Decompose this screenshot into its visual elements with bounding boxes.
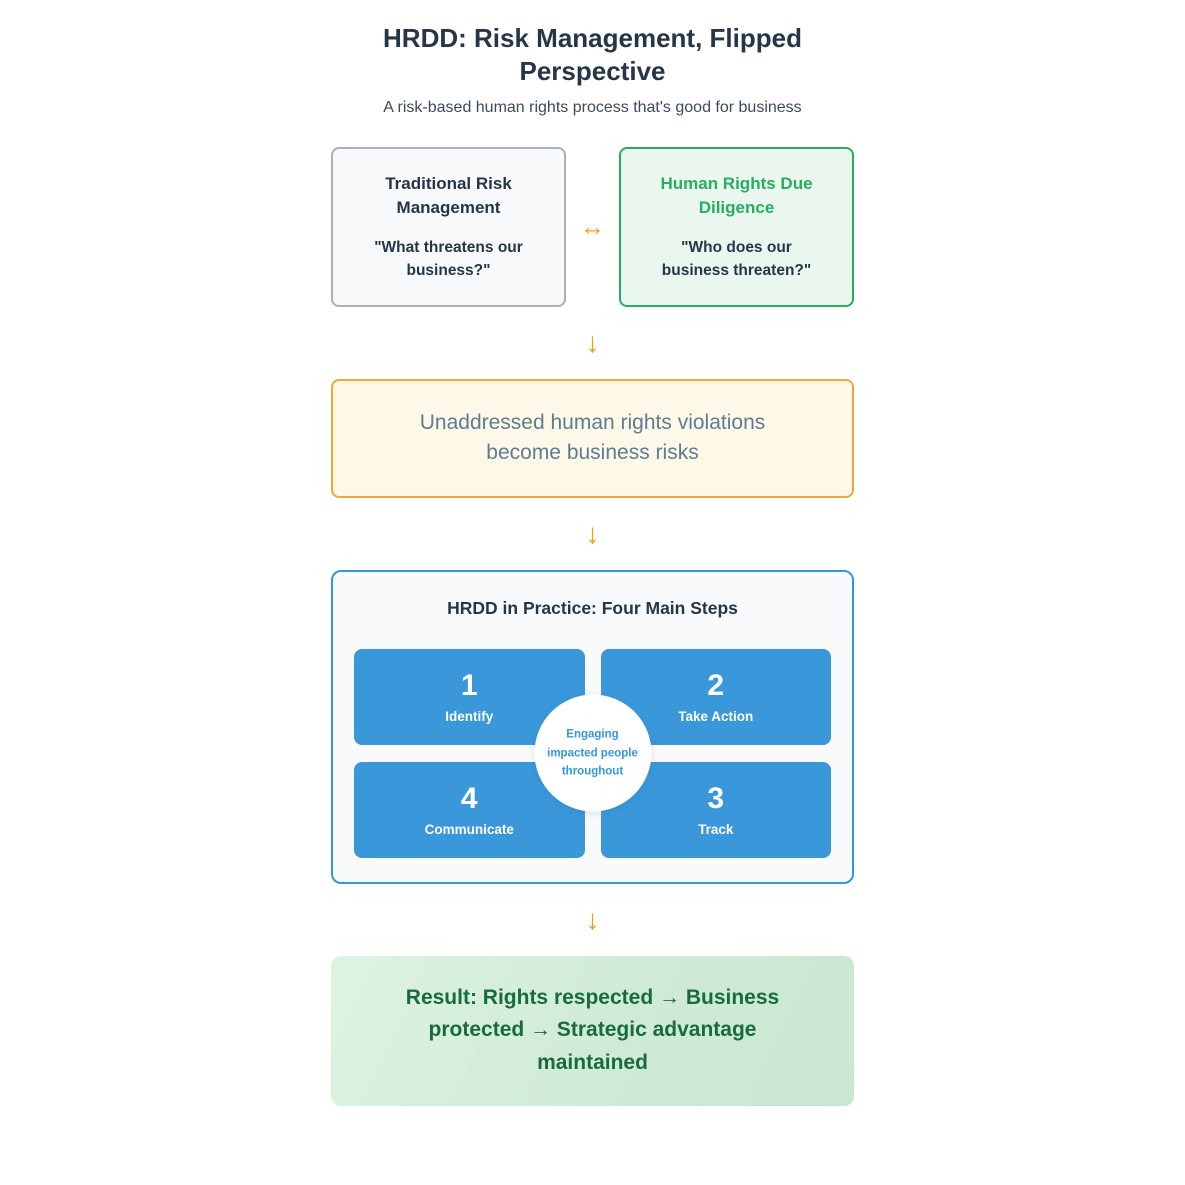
page-subtitle: A risk-based human rights process that's… (383, 99, 802, 116)
business-risk-text: Unaddressed human rights violations beco… (419, 411, 766, 465)
engagement-note: Engaging impacted people throughout (547, 728, 638, 778)
step-number: 4 (460, 781, 478, 815)
practice-steps-panel: HRDD in Practice: Four Main Steps 1 Iden… (331, 569, 854, 884)
traditional-risk-title: Traditional Risk Management (385, 173, 512, 218)
result-box: Result: Rights respected → Business prot… (331, 955, 854, 1106)
step-card-take-action: 2 Take Action (600, 648, 831, 745)
step-card-identify: 1 Identify (354, 648, 585, 745)
step-label: Track (698, 821, 734, 837)
practice-steps-title: HRDD in Practice: Four Main Steps (447, 597, 738, 618)
hrdd-quote: "Who does our business threaten?" (661, 238, 812, 280)
hrdd-title: Human Rights Due Diligence (660, 173, 813, 218)
comparison-row: Traditional Risk Management "What threat… (331, 147, 854, 307)
business-risk-box: Unaddressed human rights violations beco… (331, 379, 854, 498)
page-title: HRDD: Risk Management, Flipped Perspecti… (383, 23, 802, 86)
result-text: Result: Rights respected → Business prot… (405, 985, 780, 1074)
step-number: 3 (707, 781, 725, 815)
step-number: 1 (460, 668, 478, 702)
step-card-track: 3 Track (600, 761, 831, 858)
step-label: Take Action (678, 708, 754, 724)
down-arrow-icon: ↓ (585, 517, 600, 549)
down-arrow-icon: ↓ (585, 327, 600, 358)
traditional-risk-quote: "What threatens our business?" (374, 238, 523, 280)
step-label: Communicate (424, 821, 514, 837)
step-label: Identify (445, 708, 494, 724)
step-number: 2 (707, 668, 725, 702)
steps-grid: 1 Identify 2 Take Action 4 Communicate 3… (354, 648, 831, 858)
swap-arrow-icon: ↔ (580, 212, 605, 241)
traditional-risk-box: Traditional Risk Management "What threat… (331, 147, 566, 307)
hrdd-box: Human Rights Due Diligence "Who does our… (619, 147, 854, 307)
down-arrow-icon: ↓ (585, 903, 600, 935)
content-column: HRDD: Risk Management, Flipped Perspecti… (331, 0, 854, 1106)
engagement-circle: Engaging impacted people throughout (534, 694, 651, 812)
